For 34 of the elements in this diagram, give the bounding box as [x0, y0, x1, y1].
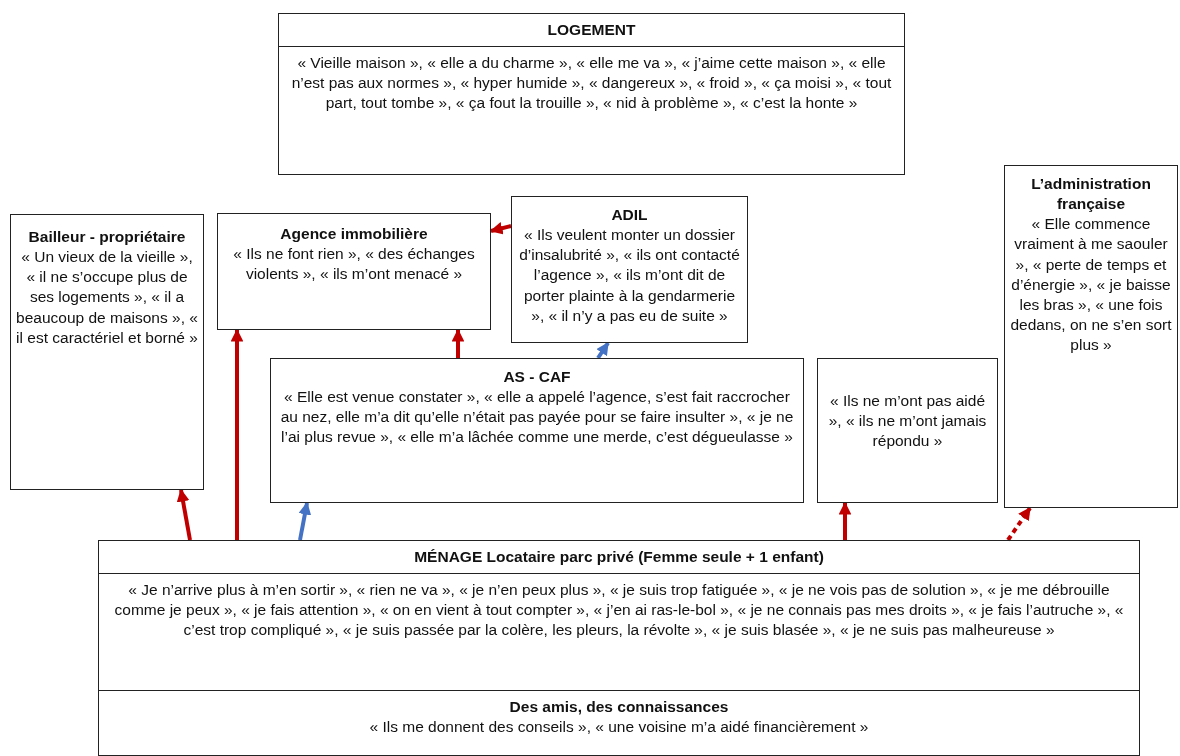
- quote-box: [511, 196, 748, 343]
- quote-text: « Elle commence vraiment à me saouler », « perte de temps et d’énergie », « je baisse les bras », « une fois dedans, on ne s’en sort plus »: [1009, 214, 1173, 356]
- arrow: [451, 328, 465, 358]
- quote-box: [270, 358, 804, 503]
- arrow: [838, 501, 852, 540]
- arrow: [489, 222, 512, 235]
- quote-text: « Je n’arrive plus à m’en sortir », « rien ne va », « je n’en peux plus », « je suis trop fatiguée », « je ne vois pas de solution », « je me débrouille comme je peux », « je fais attention », « on en vient à tout compter », « j’en ai ras-le-bol », « je ne connais pas mes droits », « je fais l’autruche », « c’est trop compliqué », « je suis passée par la colère, les pleurs, la révolte », « je suis blasée », « je ne suis pas malheureuse »: [113, 580, 1125, 641]
- box-heading: MÉNAGE Locataire parc privé (Femme seule + 1 enfant): [99, 541, 1139, 575]
- box-heading: L’administration française: [1030, 174, 1152, 215]
- quote-text: « Elle est venue constater », « elle a appelé l’agence, s’est fait raccrocher au nez, elle m’a dit qu’elle n’était pas payée pour se faire insulter », « je ne l’ai plus revue », « elle m’a lâchée comme une merde, c’est dégueulasse »: [279, 387, 795, 448]
- quote-box: [1004, 165, 1178, 508]
- quote-box: [98, 540, 1140, 691]
- arrow: [1006, 506, 1032, 542]
- box-heading: Agence immobilière: [279, 224, 429, 244]
- quote-text: « Ils me donnent des conseils », « une voisine m’a aidé financièrement »: [368, 717, 870, 738]
- box-heading: Des amis, des connaissances: [508, 697, 730, 717]
- arrow: [298, 501, 312, 541]
- arrow: [176, 488, 192, 541]
- arrow: [596, 341, 610, 360]
- quote-box: [817, 358, 998, 503]
- quote-box: [217, 213, 491, 330]
- quote-text: « Vieille maison », « elle a du charme », « elle me va », « j’aime cette maison », « elle n’est pas aux normes », « hyper humide », « dangereux », « froid », « ça moisi », « tout part, tout tombe », « ça fout la trouille », « nid à problème », « c’est la honte »: [290, 53, 893, 114]
- box-heading: Bailleur - propriétaire: [27, 227, 187, 247]
- quote-box: [98, 690, 1140, 756]
- arrow: [230, 328, 244, 540]
- quote-text: « Ils veulent monter un dossier d’insalubrité », « ils ont contacté l’agence », « ils m’ont dit de porter plainte à la gendarmerie », « il n’y a pas eu de suite »: [518, 225, 741, 326]
- quote-text: « Un vieux de la vieille », « il ne s’occupe plus de ses logements », « il a beaucoup de maisons », « il est caractériel et borné »: [15, 247, 199, 348]
- box-heading: LOGEMENT: [279, 14, 904, 48]
- box-heading: ADIL: [610, 205, 649, 225]
- quote-box: [278, 13, 905, 175]
- box-heading: AS - CAF: [502, 367, 572, 387]
- quote-text: « Ils ne font rien », « des échanges violents », « ils m’ont menacé »: [232, 244, 476, 285]
- quote-box: [10, 214, 204, 490]
- quote-text: « Ils ne m’ont pas aidé », « ils ne m’ont jamais répondu »: [827, 391, 988, 452]
